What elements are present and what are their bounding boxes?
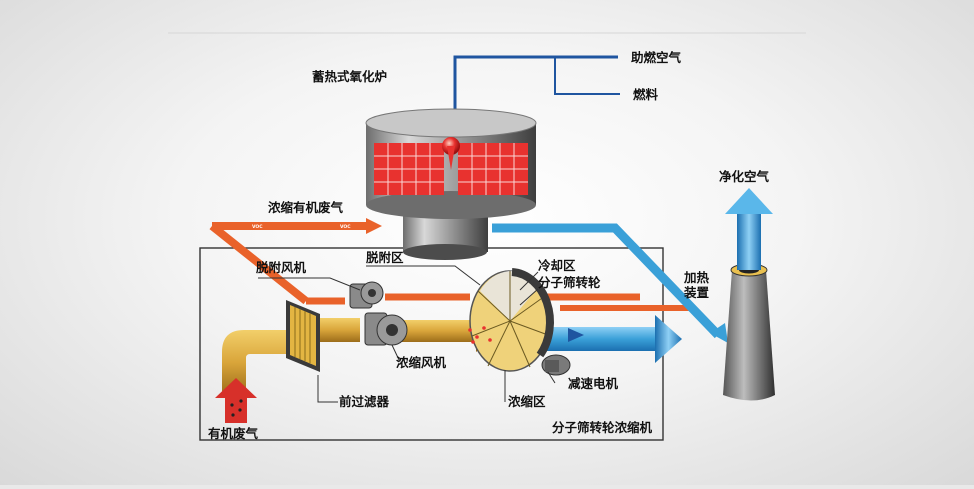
reduction-motor-label: 减速电机 [568, 376, 619, 391]
pre-filter [286, 300, 320, 372]
leader-lines [258, 265, 556, 403]
clean-outlet-duct [492, 223, 728, 343]
clean-air-label: 净化空气 [719, 169, 770, 184]
rto-label: 蓄热式氧化炉 [312, 69, 387, 84]
pre-filter-label: 前过滤器 [339, 394, 390, 409]
desorption-fan [349, 281, 384, 309]
desorb-zone-label: 脱附区 [366, 250, 404, 265]
concentrated-gas-label: 浓缩有机废气 [268, 200, 344, 215]
combustion-air-label: 助燃空气 [631, 50, 682, 65]
concentrate-fan-label: 浓缩风机 [396, 355, 447, 370]
concentrator-label: 分子筛转轮浓缩机 [552, 420, 653, 435]
heating-device-label-2: 装置 [683, 285, 710, 300]
svg-text:VOC: VOC [252, 224, 263, 230]
clean-air-arrow [725, 188, 773, 270]
organic-waste-gas-label: 有机废气 [208, 426, 259, 441]
cooling-zone-label: 冷却区 [538, 258, 576, 273]
svg-text:VOC: VOC [340, 224, 351, 230]
desorb-fan-label: 脱附风机 [256, 260, 307, 275]
heating-device-label-1: 加热 [683, 270, 710, 285]
rto-furnace [365, 108, 537, 260]
concentrate-zone-label: 浓缩区 [508, 394, 546, 409]
fuel-label: 燃料 [633, 87, 659, 102]
inlet-red-arrow [215, 378, 257, 423]
inlet-flow [222, 310, 502, 395]
concentrate-fan [364, 312, 408, 346]
concentrated-gas-duct: VOC VOC [209, 218, 382, 305]
reduction-motor [541, 354, 571, 376]
wheel-label: 分子筛转轮 [538, 275, 601, 290]
